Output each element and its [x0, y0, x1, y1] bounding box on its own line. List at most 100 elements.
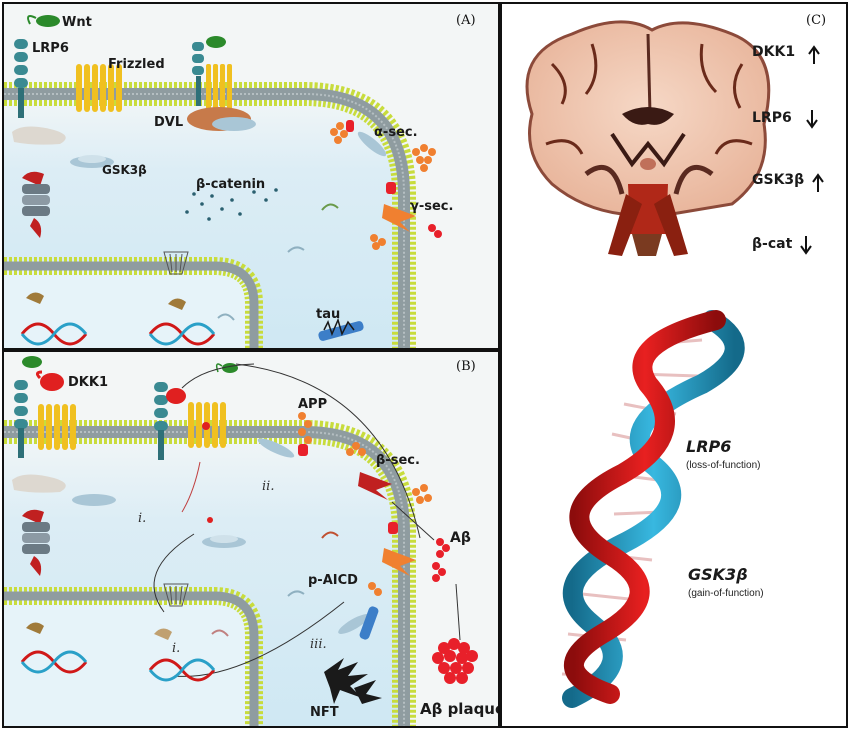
arrow-to-abeta [391, 501, 435, 541]
step-i-top-label: i. [138, 511, 146, 526]
tau-label: tau [316, 307, 340, 322]
mrna-strand [211, 629, 229, 637]
panel-c: DKK1 LRP6 GSK3β β-cat [500, 2, 848, 728]
marker-gsk3b: GSK3β [752, 172, 824, 192]
dna-helix-1 [20, 322, 88, 346]
panel-c-illustration: DKK1 LRP6 GSK3β β-cat [525, 13, 826, 708]
nuclear-membrane [4, 257, 263, 348]
panel-b-tag: (B) [456, 359, 476, 374]
transcription-factor-2 [154, 628, 172, 640]
proteasome [22, 171, 50, 238]
p-aicd-fragment [368, 582, 382, 596]
brain-coronal-section [525, 20, 771, 256]
lrp6-dkk1-complex [154, 382, 186, 460]
gene-label-lrp6: LRP6 (loss-of-function) [686, 437, 760, 471]
sappalpha-fragment [412, 144, 436, 172]
marker-lrp6-label: LRP6 [752, 110, 792, 126]
arrow-down-icon [806, 110, 818, 129]
panel-a: Wnt LRP6 Frizzled [2, 2, 500, 350]
wnt-receptor-complex [187, 36, 256, 131]
lrp6-receptor [14, 39, 28, 118]
dvl-label: DVL [154, 115, 183, 130]
arrow-aicd-to-nucleus [173, 601, 345, 677]
nft-label: NFT [310, 705, 339, 720]
panel-c-tag: (C) [806, 13, 826, 28]
arrow-up-icon [812, 173, 824, 192]
gene-lrp6-name: LRP6 [686, 437, 731, 456]
mrna-fragment-2 [321, 531, 339, 539]
gsk3b-label: GSK3β [102, 163, 147, 177]
marker-beta-cat-label: β-cat [752, 236, 793, 252]
alpha-secretase [357, 131, 387, 157]
beta-secretase [346, 442, 392, 500]
step-iii-label: iii. [310, 637, 327, 652]
proteasome [22, 509, 50, 576]
arrow-inhibition [181, 461, 201, 513]
alpha-sec-label: α-sec. [374, 125, 418, 140]
pathway-arrows [153, 363, 461, 677]
lrp6-label: LRP6 [32, 41, 69, 56]
cell-membrane [4, 420, 416, 726]
gene-gsk3b-note: (gain-of-function) [688, 588, 764, 599]
abeta-label: Aβ [450, 530, 471, 546]
p-aicd-label: p-AICD [308, 573, 358, 588]
arrow-down-icon [800, 236, 812, 255]
lrp6-receptor [14, 380, 28, 458]
beta-sec-label: β-sec. [376, 453, 420, 468]
step-ii-label: ii. [262, 479, 274, 494]
frizzled-receptor-mid [188, 402, 226, 448]
nuclear-pore [163, 251, 189, 275]
dna-helix-2 [148, 658, 216, 682]
abeta-plaque [432, 638, 478, 684]
dkk1-label: DKK1 [68, 375, 108, 390]
gsk3b-tau-complex [338, 606, 379, 640]
arrow-abeta-to-plaque [455, 583, 461, 641]
beta-catenin-label: β-catenin [196, 177, 265, 192]
gene-lrp6-note: (loss-of-function) [686, 460, 760, 471]
gsk3b-enzyme-membrane [257, 438, 295, 458]
frizzled-receptor [76, 64, 122, 112]
beta-catenin-molecules [185, 188, 278, 221]
svg-text:Wnt: Wnt [62, 15, 92, 30]
gamma-secretase [382, 522, 416, 576]
panel-b: DKK1 [2, 350, 500, 728]
tau-protein [318, 317, 364, 341]
gsk3b-enzyme [72, 494, 116, 506]
marker-lrp6: LRP6 [752, 110, 818, 129]
gene-label-gsk3b: GSK3β (gain-of-function) [688, 565, 764, 599]
gamma-sec-label: γ-sec. [410, 199, 453, 214]
abeta-plaque-label: Aβ plaque [420, 700, 498, 718]
inhibition-point [207, 517, 213, 523]
app-protein [298, 412, 312, 456]
arrow-dkk1-binding [181, 363, 255, 389]
marker-dkk1-label: DKK1 [752, 44, 795, 60]
marker-gsk3b-label: GSK3β [752, 172, 804, 188]
transcription-factor [26, 292, 44, 304]
axin-protein [12, 126, 66, 145]
app-label: APP [298, 397, 327, 412]
panel-a-illustration: Wnt LRP6 Frizzled [4, 4, 498, 348]
marker-dkk1: DKK1 [752, 44, 820, 64]
dna-helix-1 [20, 650, 88, 674]
nuclear-pore [163, 583, 189, 607]
mrna-strand [217, 313, 235, 321]
step-i-bottom-label: i. [172, 641, 180, 656]
arrow-up-icon [808, 45, 820, 64]
dkk1-protein [35, 370, 64, 391]
app-protein [330, 120, 354, 144]
panel-b-illustration: DKK1 [4, 352, 498, 726]
cell-membrane [4, 82, 416, 348]
axin-protein [12, 474, 66, 493]
sappbeta-fragment [412, 484, 432, 504]
panel-a-tag: (A) [456, 13, 476, 28]
mrna-fragment-2 [287, 246, 305, 253]
wnt-ligand: Wnt [27, 15, 92, 30]
marker-beta-cat: β-cat [752, 236, 812, 255]
dna-double-helix [561, 310, 745, 708]
gene-gsk3b-name: GSK3β [688, 565, 748, 584]
dna-helix-2 [148, 322, 216, 346]
arrow-abeta-to-wnt [235, 363, 421, 539]
transcription-factor [26, 622, 44, 634]
abeta-monomers [432, 538, 450, 582]
mrna-fragment [321, 203, 339, 211]
